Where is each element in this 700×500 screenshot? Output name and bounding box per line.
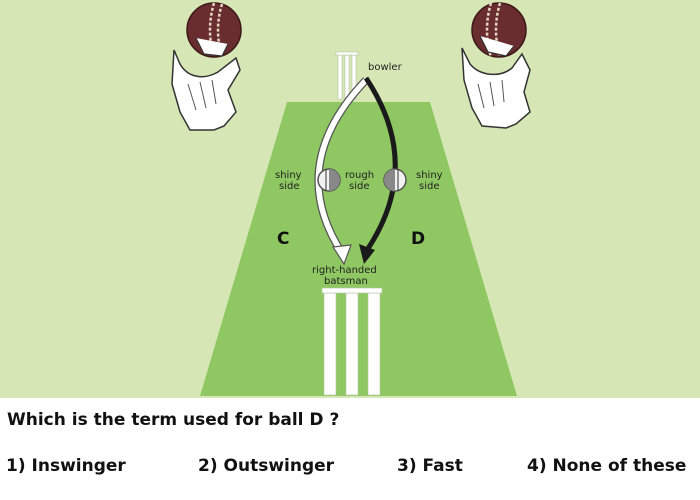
left-ball-shiny-label: shiny <box>275 170 302 181</box>
path-c-arrowhead <box>331 244 352 266</box>
path-c-label: C <box>277 229 289 249</box>
path-d-arrowhead <box>359 244 375 264</box>
ball-path-d <box>363 76 398 252</box>
batsman-stumps <box>321 287 383 396</box>
path-d-label: D <box>411 229 425 249</box>
option-3[interactable]: 3) Fast <box>397 456 463 476</box>
right-hand-ball-icon <box>461 2 531 129</box>
ball-c-icon <box>317 168 341 192</box>
cricket-swing-diagram: bowler shiny side rough side shiny side … <box>0 0 700 398</box>
option-1[interactable]: 1) Inswinger <box>6 456 126 476</box>
batsman-label-line1: right-handed <box>312 265 377 276</box>
right-ball-side-label: side <box>419 181 440 192</box>
left-hand-ball-icon <box>171 2 242 131</box>
rough-label: rough <box>345 170 374 181</box>
option-4[interactable]: 4) None of these <box>527 456 687 476</box>
left-ball-side-label: side <box>279 181 300 192</box>
batsman-label-line2: batsman <box>324 276 368 287</box>
question-text: Which is the term used for ball D ? <box>7 410 340 430</box>
right-ball-shiny-label: shiny <box>416 170 443 181</box>
bowler-label: bowler <box>368 62 403 73</box>
pitch <box>200 102 517 396</box>
bowler-stumps <box>335 51 359 100</box>
rough-side-label: side <box>349 181 370 192</box>
option-2[interactable]: 2) Outswinger <box>198 456 335 476</box>
ball-d-icon <box>383 168 407 192</box>
